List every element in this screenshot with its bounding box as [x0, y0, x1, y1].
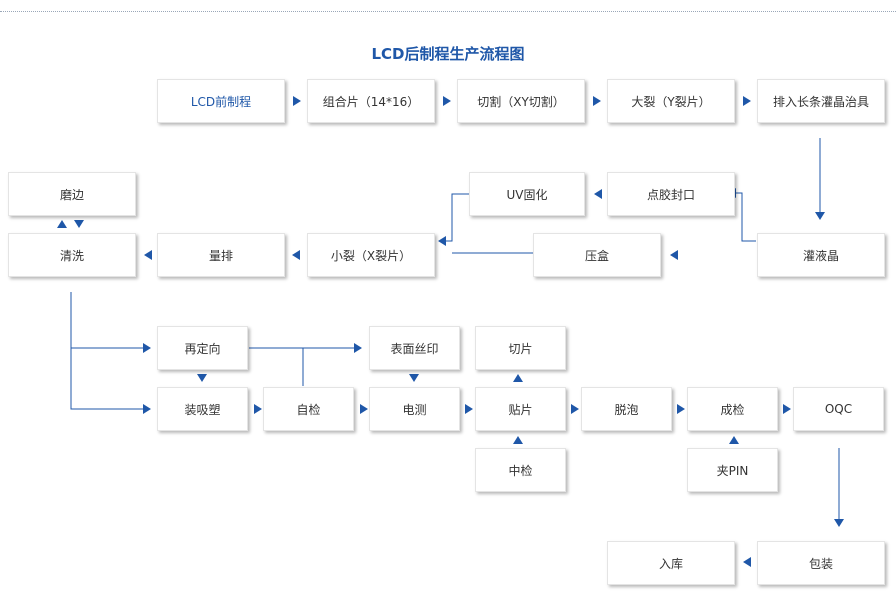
arrow-to-surface-print [354, 343, 362, 353]
arrow-package-to-warehouse [743, 557, 751, 567]
diagram-title: LCD后制程生产流程图 [371, 45, 525, 63]
line-fill-to-seal [736, 192, 756, 242]
step-cut-xy: 切割（XY切割） [457, 79, 585, 123]
step-break-x: 小裂（X裂片） [307, 233, 435, 277]
step-oqc: OQC [793, 387, 884, 431]
arrow-break-to-arrange [743, 96, 751, 106]
arrow-final-to-oqc [783, 404, 791, 414]
arrow-seal-to-uv [594, 189, 602, 199]
line-clean-branch [70, 292, 143, 410]
line-uv-to-break-x [446, 193, 469, 242]
arrow-mid-check-to-attach [513, 436, 523, 444]
step-arrange-fixture: 排入长条灌晶治具 [757, 79, 885, 123]
arrowhead-package [834, 519, 844, 527]
arrowhead-break-x [438, 236, 446, 246]
step-clip-pin: 夹PIN [687, 448, 778, 492]
arrow-measure-to-clean [144, 250, 152, 260]
step-fill-crystal: 灌液晶 [757, 233, 885, 277]
step-debubble: 脱泡 [581, 387, 672, 431]
arrow-break-x-to-measure [292, 250, 300, 260]
arrow-electric-to-attach [465, 404, 473, 414]
step-reorient: 再定向 [157, 326, 248, 370]
step-break-y: 大裂（Y裂片） [607, 79, 735, 123]
arrow-attach-to-debubble [571, 404, 579, 414]
arrow-surface-to-electric [409, 374, 419, 382]
step-cut-piece: 切片 [475, 326, 566, 370]
step-electric-test: 电测 [369, 387, 460, 431]
step-lcd-front: LCD前制程 [157, 79, 285, 123]
arrow-branch-to-load [143, 404, 151, 414]
step-package: 包装 [757, 541, 885, 585]
arrow-fill-to-press [670, 250, 678, 260]
step-final-check: 成检 [687, 387, 778, 431]
arrow-self-to-electric [360, 404, 368, 414]
step-self-check: 自检 [263, 387, 354, 431]
arrow-attach-to-cut-piece [513, 374, 523, 382]
arrow-edge-to-clean [74, 220, 84, 228]
step-edge-grind: 磨边 [8, 172, 136, 216]
arrow-load-to-self [254, 404, 262, 414]
step-assemble: 组合片（14*16） [307, 79, 435, 123]
step-clean: 清洗 [8, 233, 136, 277]
arrow-debubble-to-final [677, 404, 685, 414]
step-press-box: 压盒 [533, 233, 661, 277]
step-measure-arrange: 量排 [157, 233, 285, 277]
arrow-branch-to-reorient [143, 343, 151, 353]
arrow-reorient-to-load [197, 374, 207, 382]
step-attach: 贴片 [475, 387, 566, 431]
arrowhead-fill [815, 212, 825, 220]
top-dotted-divider [0, 11, 896, 12]
step-uv-cure: UV固化 [469, 172, 585, 216]
arrow-clean-to-edge [57, 220, 67, 228]
step-mid-check: 中检 [475, 448, 566, 492]
step-seal: 点胶封口 [607, 172, 735, 216]
step-load-tray: 装吸塑 [157, 387, 248, 431]
arrow-cut-to-break [593, 96, 601, 106]
step-warehouse: 入库 [607, 541, 735, 585]
arrow-assemble-to-cut [443, 96, 451, 106]
step-surface-print: 表面丝印 [369, 326, 460, 370]
arrow-lcd-to-assemble [293, 96, 301, 106]
arrow-clip-to-final [729, 436, 739, 444]
